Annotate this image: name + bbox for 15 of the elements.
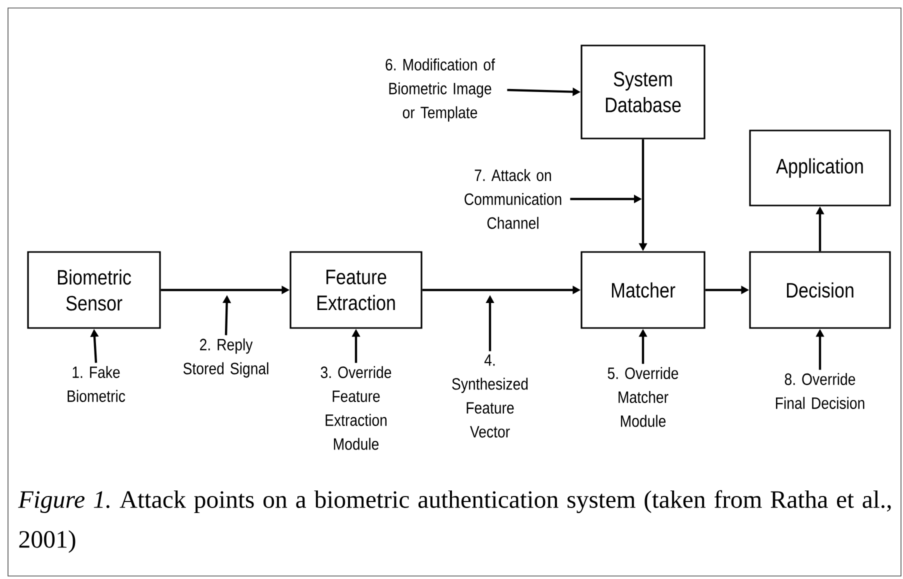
process-box: Decision <box>749 251 891 329</box>
process-box: Application <box>749 130 891 206</box>
attack-label: 6. Modification of Biometric Image or Template <box>386 58 495 122</box>
process-box: Matcher <box>580 251 706 329</box>
attack-label: 8. Override Final Decision <box>776 373 864 409</box>
process-box: Biometric Sensor <box>27 251 161 329</box>
attack-label: 5. Override Matcher Module <box>608 367 678 427</box>
attack-label: 7. Attack on Communication Channel <box>464 169 562 229</box>
attack-label: 3. Override Feature Extraction Module <box>320 366 392 450</box>
attack-label: 2. Reply Stored Signal <box>183 338 268 378</box>
process-box: Feature Extraction <box>290 251 422 329</box>
attack-label: 4. Synthesized Feature Vector <box>452 354 528 438</box>
attack-label: 1. Fake Biometric <box>68 366 126 402</box>
caption: Figure 1. Attack points on a biometric authentication system (taken from Ratha et al., 2001) <box>18 490 891 553</box>
process-box: System Database <box>580 44 706 140</box>
